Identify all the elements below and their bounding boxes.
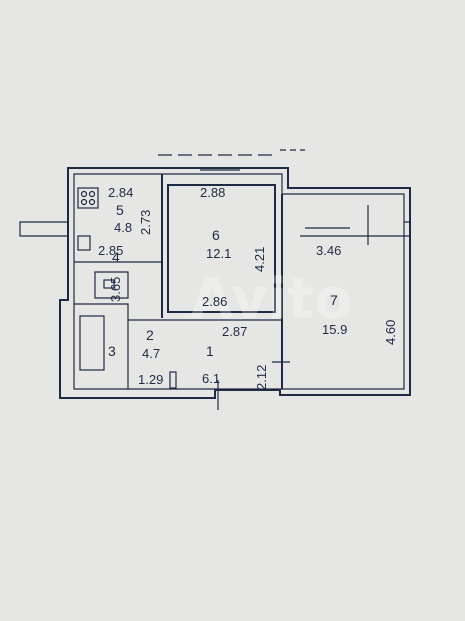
bath-sink — [103, 279, 115, 289]
door-room-1 — [169, 371, 177, 389]
room-7-height: 4.60 — [383, 320, 398, 345]
room-2-number: 2 — [146, 327, 154, 343]
watermark: Avito — [190, 267, 352, 332]
room-5-area: 4.8 — [114, 220, 132, 235]
room-4-number: 4 — [112, 249, 120, 265]
stove-icon — [77, 187, 99, 209]
room-3-walls — [74, 303, 129, 389]
burner-icon — [80, 198, 88, 206]
room-2-area: 4.7 — [142, 346, 160, 361]
outer-wall-inner — [73, 173, 405, 390]
balcony-left — [19, 221, 69, 237]
room-6-height: 4.21 — [252, 247, 267, 272]
bath — [94, 271, 129, 299]
room-5-width-bottom: 2.85 — [98, 243, 123, 258]
room-6-width-bottom: 2.86 — [202, 294, 227, 309]
room-2-height: 3.65 — [108, 277, 123, 302]
room-7-area: 15.9 — [322, 322, 347, 337]
outer-wall — [59, 167, 411, 399]
room-7-number: 7 — [330, 292, 338, 308]
room-5-number: 5 — [116, 202, 124, 218]
room-6-number: 6 — [212, 227, 220, 243]
room-5-height: 2.73 — [138, 210, 153, 235]
room-6-area: 12.1 — [206, 246, 231, 261]
room-1-area: 6.1 — [202, 371, 220, 386]
room-1-extra: 1.29 — [138, 372, 163, 387]
room-5-width: 2.84 — [108, 185, 133, 200]
room-3-number: 3 — [108, 343, 116, 359]
room-6-walls — [167, 184, 276, 313]
sink-icon — [77, 235, 91, 251]
room-7-width: 3.46 — [316, 243, 341, 258]
room-3-fixture — [79, 315, 105, 371]
room-1-height: 2.12 — [254, 365, 269, 390]
burner-icon — [80, 190, 88, 198]
room-1-width: 2.87 — [222, 324, 247, 339]
balcony-right — [300, 221, 410, 237]
burner-icon — [88, 190, 96, 198]
burner-icon — [88, 198, 96, 206]
room-1-number: 1 — [206, 343, 214, 359]
room-6-width: 2.88 — [200, 185, 225, 200]
